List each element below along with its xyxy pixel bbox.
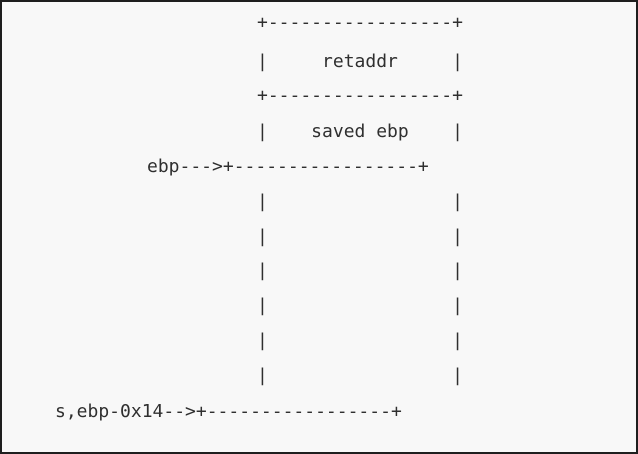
frame-body-row: | | (257, 330, 463, 351)
frame-body-row: | | (257, 295, 463, 316)
frame-body-row: | | (257, 191, 463, 212)
retaddr-saved-ebp-border: +-----------------+ (257, 85, 463, 106)
ebp-pointer-row: ebp--->+-----------------+ (147, 156, 429, 177)
frame-body-row: | | (257, 226, 463, 247)
frame-body-row: | | (257, 365, 463, 386)
s-pointer-row: s,ebp-0x14-->+-----------------+ (55, 401, 402, 422)
stack-top-border: +-----------------+ (257, 12, 463, 33)
frame-body-row: | | (257, 260, 463, 281)
saved-ebp-row: | saved ebp | (257, 121, 463, 142)
retaddr-row: | retaddr | (257, 51, 463, 72)
